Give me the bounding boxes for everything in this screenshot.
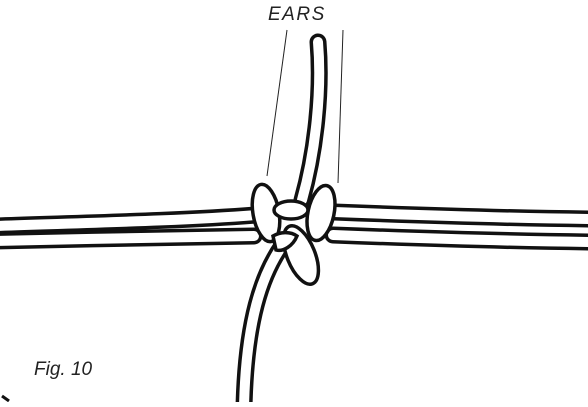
right-cord bbox=[333, 212, 588, 242]
figure-caption: Fig. 10 bbox=[34, 359, 92, 381]
standing-end-cord bbox=[302, 42, 319, 200]
edge-mark bbox=[2, 396, 9, 401]
left-cord bbox=[0, 215, 256, 241]
ears-annotation-label: EARS bbox=[268, 4, 326, 26]
ears-leader-line-left bbox=[267, 30, 287, 176]
working-end-cord bbox=[244, 246, 282, 402]
knot-center-wrap bbox=[274, 201, 308, 219]
ears-leader-line-right bbox=[338, 30, 343, 183]
